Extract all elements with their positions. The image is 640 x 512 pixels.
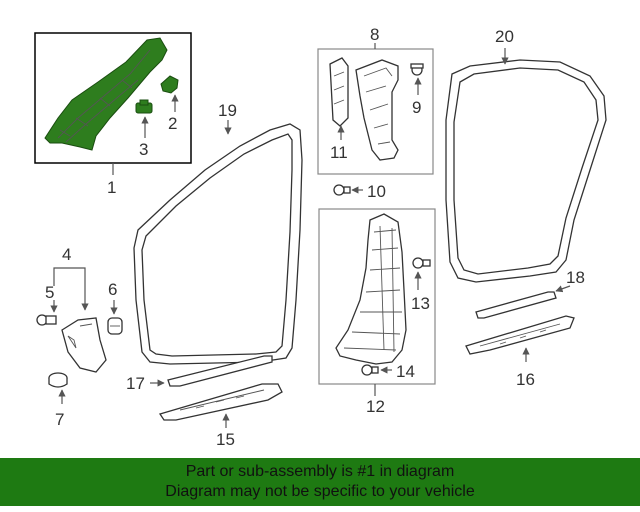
- callout-8: 8: [370, 25, 379, 44]
- callout-18: 18: [566, 268, 585, 287]
- callout-13: 13: [411, 294, 430, 313]
- cowl-side-trim-part[interactable]: [61, 317, 107, 373]
- assembly-4-group[interactable]: 4 5 6 7: [36, 245, 123, 429]
- callout-17: 17: [126, 374, 145, 393]
- callout-14: 14: [396, 362, 415, 381]
- bolt-5-part[interactable]: [36, 314, 57, 326]
- assembly-12-box: [318, 208, 436, 385]
- cap-7-part[interactable]: [48, 372, 68, 388]
- callout-10: 10: [367, 182, 386, 201]
- bolt-9-part[interactable]: [410, 63, 424, 76]
- callout-7: 7: [55, 410, 64, 429]
- scuff-plate-18-part[interactable]: 18: [475, 268, 585, 319]
- assembly-8-group[interactable]: 8 11 9: [317, 25, 434, 175]
- callout-4: 4: [62, 245, 71, 264]
- bolt-10-part[interactable]: 10: [333, 182, 386, 201]
- assembly-1-group[interactable]: 2 3 1: [34, 32, 192, 197]
- clip-2-part[interactable]: [160, 75, 179, 94]
- lower-b-pillar-trim-part[interactable]: [335, 213, 407, 365]
- garnish-11-part[interactable]: [329, 57, 349, 127]
- callout-12: 12: [366, 397, 385, 416]
- upper-b-pillar-trim-part[interactable]: [355, 59, 399, 161]
- banner-line-2: Diagram may not be specific to your vehi…: [165, 483, 475, 500]
- clip-3-part[interactable]: [135, 99, 153, 114]
- callout-19: 19: [218, 101, 237, 120]
- sill-garnish-16-part[interactable]: 16: [465, 315, 575, 389]
- callout-20: 20: [495, 27, 514, 46]
- sill-garnish-15-part[interactable]: 15: [158, 383, 283, 449]
- clip-6-part[interactable]: [107, 317, 123, 335]
- assembly-12-group[interactable]: 13 14 12: [318, 208, 436, 416]
- callout-11: 11: [330, 143, 348, 162]
- callout-6: 6: [108, 280, 117, 299]
- callout-15: 15: [216, 430, 235, 449]
- bolt-14-part[interactable]: [361, 364, 379, 376]
- callout-5: 5: [45, 283, 54, 302]
- callout-3: 3: [139, 140, 148, 159]
- weatherstrip-20-part[interactable]: 20: [445, 27, 607, 283]
- bolt-13-part[interactable]: [412, 257, 431, 269]
- banner-line-1: Part or sub-assembly is #1 in diagram: [185, 463, 455, 480]
- callout-1: 1: [107, 178, 116, 197]
- callout-16: 16: [516, 370, 535, 389]
- callout-9: 9: [412, 98, 421, 117]
- part-notice-banner: Part or sub-assembly is #1 in diagram Di…: [0, 458, 640, 506]
- scuff-plate-17-part[interactable]: 17: [126, 355, 273, 393]
- callout-2: 2: [168, 114, 177, 133]
